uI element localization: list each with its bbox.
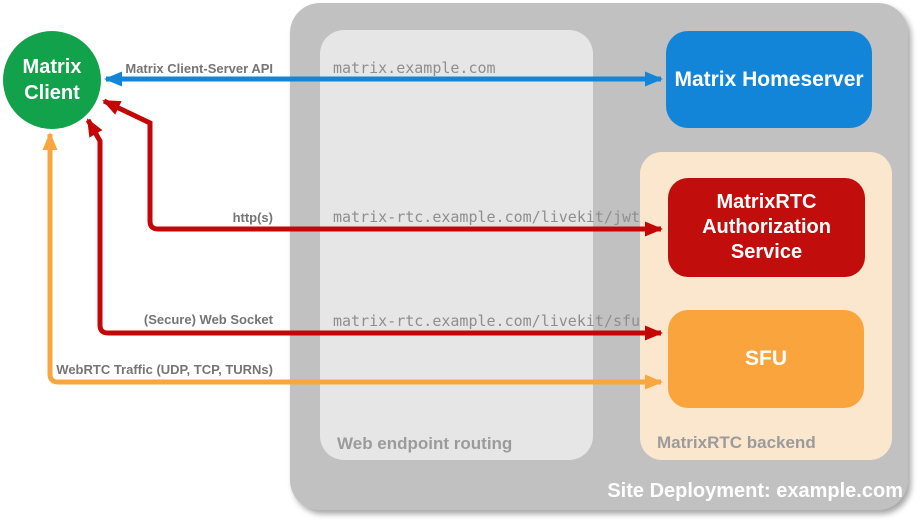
matrixrtc-auth-service-node: MatrixRTC Authorization Service bbox=[668, 178, 865, 277]
route-matrix-example-com: matrix.example.com bbox=[333, 59, 496, 77]
site-deployment-title: Site Deployment: example.com bbox=[607, 480, 903, 502]
matrix-client-node: Matrix Client bbox=[3, 31, 101, 129]
web-endpoint-routing-box bbox=[320, 30, 593, 460]
websocket-label: (Secure) Web Socket bbox=[143, 312, 273, 327]
webrtc-traffic-label: WebRTC Traffic (UDP, TCP, TURNs) bbox=[56, 362, 273, 377]
sfu-node: SFU bbox=[668, 310, 864, 408]
web-endpoint-routing-label: Web endpoint routing bbox=[337, 434, 513, 453]
matrix-homeserver-node: Matrix Homeserver bbox=[666, 31, 872, 128]
route-livekit-jwt: matrix-rtc.example.com/livekit/jwt bbox=[333, 208, 641, 226]
client-server-api-label: Matrix Client-Server API bbox=[125, 61, 273, 76]
sfu-label: SFU bbox=[745, 347, 787, 370]
matrix-client-label: Matrix Client bbox=[22, 56, 82, 104]
matrixrtc-backend-label: MatrixRTC backend bbox=[657, 433, 816, 452]
https-label: http(s) bbox=[232, 210, 273, 225]
matrixrtc-auth-service-label: MatrixRTC Authorization Service bbox=[702, 191, 831, 263]
route-livekit-sfu: matrix-rtc.example.com/livekit/sfu bbox=[333, 312, 641, 330]
matrix-homeserver-label: Matrix Homeserver bbox=[674, 67, 864, 91]
